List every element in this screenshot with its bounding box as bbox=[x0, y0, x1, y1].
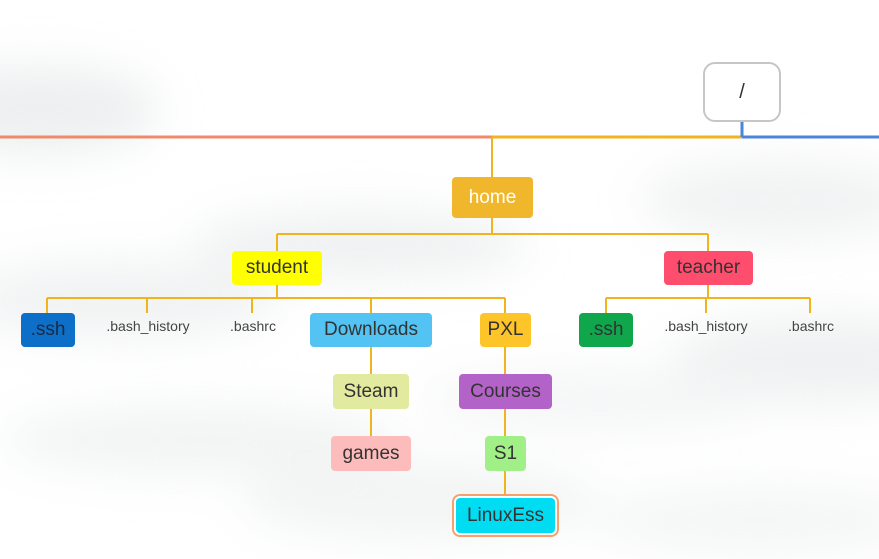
node-courses[interactable]: Courses bbox=[459, 374, 552, 409]
node-teacher-bashrc[interactable]: .bashrc bbox=[788, 318, 834, 334]
node-s1[interactable]: S1 bbox=[485, 436, 526, 471]
node-steam[interactable]: Steam bbox=[333, 374, 409, 409]
node-games[interactable]: games bbox=[331, 436, 411, 471]
node-teacher-bash-history[interactable]: .bash_history bbox=[664, 318, 748, 334]
node-linuxess[interactable]: LinuxEss bbox=[456, 498, 555, 533]
node-student[interactable]: student bbox=[232, 251, 322, 285]
node-pxl[interactable]: PXL bbox=[480, 313, 531, 347]
node-student-bashrc[interactable]: .bashrc bbox=[230, 318, 276, 334]
node-teacher-ssh[interactable]: .ssh bbox=[579, 313, 633, 347]
root-node[interactable]: / bbox=[703, 62, 781, 122]
node-student-bash-history[interactable]: .bash_history bbox=[106, 318, 190, 334]
node-downloads[interactable]: Downloads bbox=[310, 313, 432, 347]
node-home[interactable]: home bbox=[452, 177, 533, 218]
node-teacher[interactable]: teacher bbox=[664, 251, 753, 285]
node-student-ssh[interactable]: .ssh bbox=[21, 313, 75, 347]
